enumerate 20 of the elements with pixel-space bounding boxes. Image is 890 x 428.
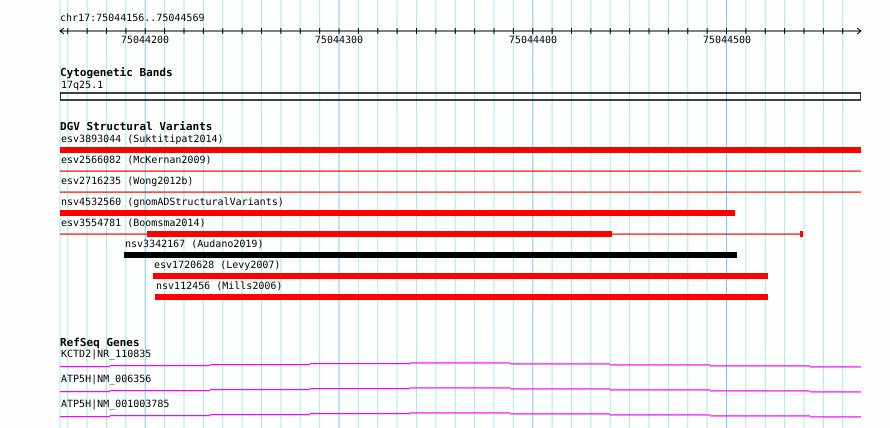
tick-label: 75044300 xyxy=(314,35,364,47)
variant-name: esv1720628 (Levy2007) xyxy=(153,260,280,272)
band-name: 17q25.1 xyxy=(60,80,104,92)
gene-name: ATP5H|NM_001003785 xyxy=(60,399,170,411)
variant-name: nsv4532560 (gnomADStructuralVariants) xyxy=(60,197,284,209)
variant-name: esv3893044 (Suktitipat2014) xyxy=(60,134,224,146)
tick-label: 75044400 xyxy=(508,35,558,47)
track-heading: DGV Structural Variants xyxy=(60,120,212,133)
gene-name: KCTD2|NR_110835 xyxy=(60,349,152,361)
track-heading: Cytogenetic Bands xyxy=(60,66,173,79)
gene-name: ATP5H|NM_006356 xyxy=(60,374,152,386)
variant-name: esv2716235 (Wong2012b) xyxy=(60,176,194,188)
track-heading: RefSeq Genes xyxy=(60,336,140,349)
tick-label: 75044500 xyxy=(702,35,752,47)
variant-name: esv2566082 (McKernan2009) xyxy=(60,155,212,167)
variant-name: esv3554781 (Boomsma2014) xyxy=(60,218,206,230)
coordinate-label: chr17:75044156..75044569 xyxy=(60,13,204,25)
variant-name: nsv112456 (Mills2006) xyxy=(155,281,282,293)
tick-label: 75044200 xyxy=(120,35,170,47)
variant-name: nsv3342167 (Audano2019) xyxy=(124,239,264,251)
